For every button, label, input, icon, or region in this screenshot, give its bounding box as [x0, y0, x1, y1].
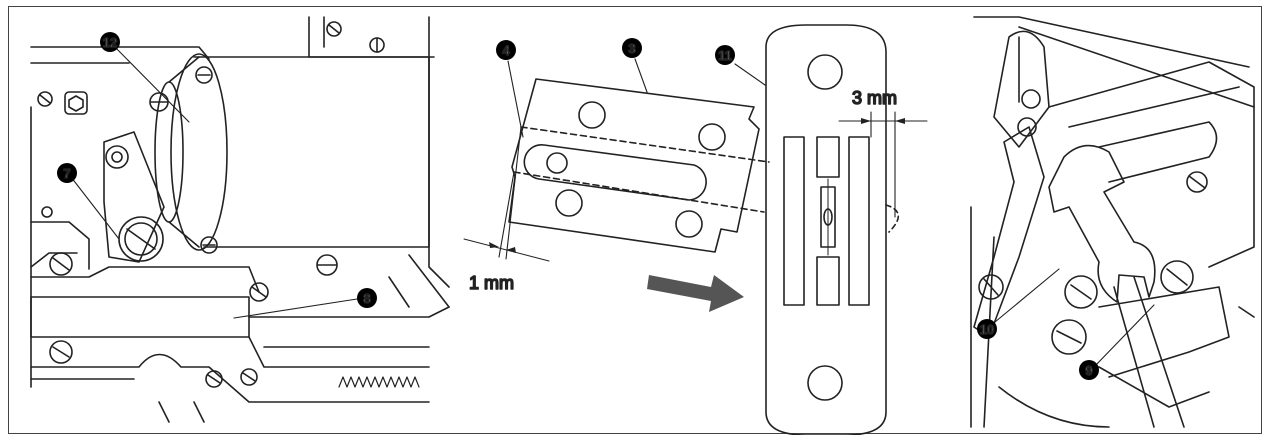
right-panel — [970, 16, 1255, 428]
assembly-illustration: 1 mm 3 mm — [30, 16, 1255, 435]
screw — [41, 206, 53, 218]
cylinder-screw-top — [195, 66, 213, 84]
hook-bracket — [973, 126, 1045, 338]
screw — [37, 91, 53, 107]
left-panel — [30, 16, 450, 423]
screw — [1051, 319, 1087, 355]
figure-frame: 1 mm 3 mm — [8, 6, 1262, 435]
direction-arrow — [647, 275, 744, 312]
feed-dog — [508, 78, 770, 253]
leader-3 — [634, 58, 648, 93]
feed-dog-hole — [578, 101, 606, 129]
screw — [205, 370, 223, 388]
svg-text:11: 11 — [718, 48, 732, 63]
screw — [149, 92, 169, 112]
throat-slot-left — [783, 136, 805, 306]
wrench — [1048, 144, 1185, 428]
leader-12 — [109, 41, 190, 123]
screw — [1064, 275, 1098, 309]
hex-screw — [64, 91, 88, 115]
leader-10 — [994, 268, 1060, 323]
base-plate — [30, 296, 250, 338]
dimension-3mm-label: 3 mm — [852, 88, 897, 108]
feed-dog-hole — [555, 189, 583, 217]
svg-text:8: 8 — [363, 291, 370, 306]
leader-4 — [507, 60, 524, 138]
leader-11 — [734, 63, 766, 86]
callout-12: 12 — [100, 32, 120, 52]
screw — [369, 37, 385, 53]
leader-8 — [233, 298, 358, 319]
screw — [316, 254, 338, 276]
cylinder-body — [193, 56, 430, 248]
middle-panel: 1 mm 3 mm — [463, 24, 928, 435]
callout-9: 9 — [1079, 360, 1099, 380]
throat-slot-right — [848, 136, 870, 306]
feed-dog-slot — [523, 144, 707, 201]
leader-7 — [70, 176, 120, 240]
svg-text:9: 9 — [1085, 363, 1092, 378]
dim-1mm-ext-b — [505, 126, 522, 260]
screw — [49, 340, 73, 364]
spring — [338, 376, 420, 388]
callout-7: 7 — [57, 163, 77, 183]
throat-plate-screw-hole — [807, 54, 843, 90]
screw — [978, 274, 1004, 300]
svg-text:4: 4 — [502, 43, 510, 58]
callout-10: 10 — [977, 319, 997, 339]
svg-text:3: 3 — [628, 41, 635, 56]
callout-11: 11 — [715, 45, 735, 65]
throat-plate — [765, 24, 900, 435]
callout-3: 3 — [622, 38, 642, 58]
leader-9 — [1093, 304, 1155, 368]
screw — [49, 252, 73, 276]
cylinder-screw-bottom — [200, 236, 218, 254]
callout-8: 8 — [357, 288, 377, 308]
throat-plate-screw-hole — [807, 365, 843, 401]
screw — [1160, 260, 1194, 294]
svg-text:7: 7 — [63, 166, 70, 181]
hook-body — [993, 30, 1050, 148]
callout-4: 4 — [496, 40, 516, 60]
dim-1mm-ext-a — [498, 171, 515, 258]
screw — [1186, 171, 1208, 193]
svg-text:12: 12 — [103, 35, 117, 50]
screw — [326, 21, 342, 37]
screw — [249, 282, 269, 302]
svg-text:10: 10 — [980, 322, 994, 337]
feed-dog-hole — [698, 123, 726, 151]
cylinder-face — [170, 53, 228, 251]
dimension-1mm-label: 1 mm — [469, 273, 514, 293]
screw — [240, 368, 258, 386]
feed-dog-hole — [675, 210, 703, 238]
